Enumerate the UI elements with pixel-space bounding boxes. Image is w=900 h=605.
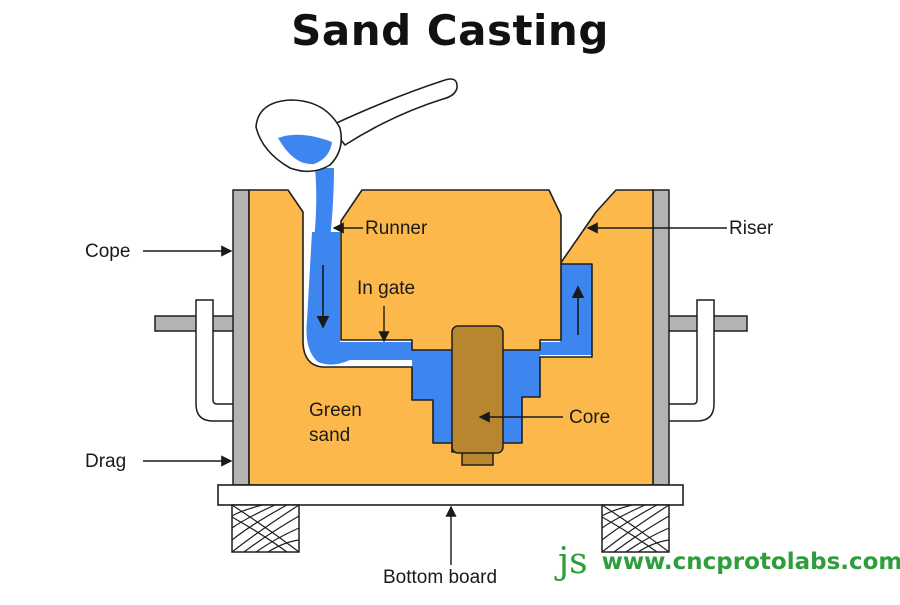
- footer-brand: JS www.cncprotolabs.com: [558, 540, 900, 584]
- left-handle-bar: [154, 315, 236, 332]
- sand-center-block: [340, 189, 562, 351]
- label-core: Core: [569, 407, 610, 428]
- bottom-board-plate: [217, 484, 684, 506]
- molten-metal: [306, 232, 592, 443]
- label-cope: Cope: [85, 241, 130, 262]
- label-green-sand-1: Green: [309, 400, 362, 421]
- ladle-handle: [329, 78, 458, 146]
- label-in-gate: In gate: [357, 278, 415, 299]
- sand-left-block: [248, 189, 654, 486]
- brand-url[interactable]: www.cncprotolabs.com: [601, 549, 900, 575]
- wood-support-right: [601, 504, 670, 553]
- core-piece: [451, 325, 504, 466]
- ladle: [255, 78, 458, 173]
- diagram-title: Sand Casting: [291, 6, 609, 55]
- brand-logo: JS: [558, 541, 588, 582]
- wood-support-left: [231, 504, 300, 553]
- ladle-metal: [278, 134, 332, 165]
- label-bottom-board: Bottom board: [383, 567, 497, 588]
- pour-stream: [314, 168, 334, 240]
- label-drag: Drag: [85, 451, 126, 472]
- label-riser: Riser: [729, 218, 774, 239]
- flask-wall-right: [652, 189, 670, 486]
- label-green-sand-2: sand: [309, 425, 350, 446]
- flask-wall-left: [232, 189, 250, 486]
- label-runner: Runner: [365, 218, 428, 239]
